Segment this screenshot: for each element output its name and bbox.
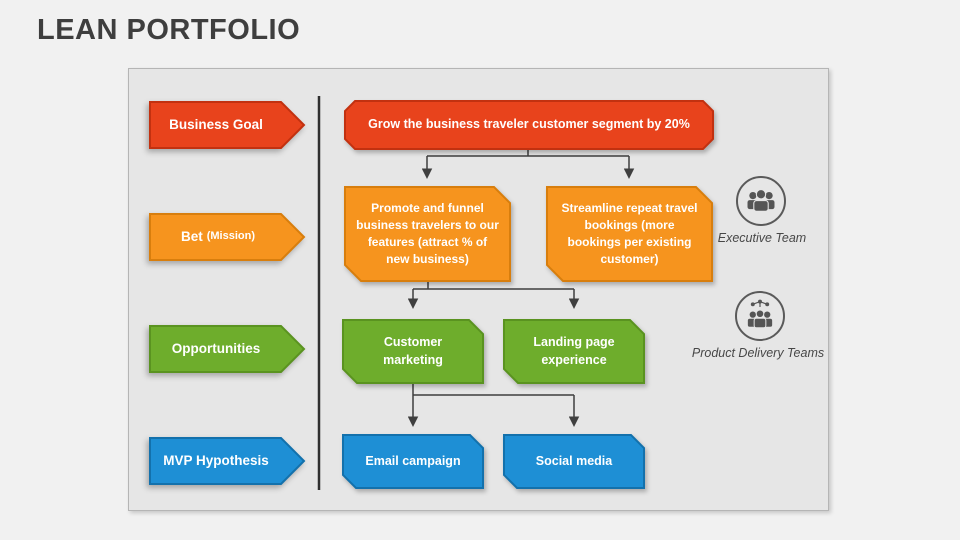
business-goal-text: Grow the business traveler customer segm…: [368, 117, 690, 132]
row-label-text: MVP Hypothesis: [163, 452, 269, 468]
product-delivery-teams-icon: [747, 299, 773, 329]
bet-box-1: Promote and funnel business travelers to…: [344, 186, 511, 282]
row-label-mvp-hypothesis: MVP Hypothesis: [149, 437, 306, 485]
mvp-text: Email campaign: [365, 453, 461, 468]
row-label-text: Bet: [180, 228, 203, 244]
bet-box-2: Streamline repeat travel bookings (more …: [546, 186, 713, 282]
row-label-bet-mission: Bet(Mission): [149, 213, 306, 261]
executive-team-label: Executive Team: [717, 231, 807, 245]
opportunity-box-2: Landing page experience: [503, 319, 645, 384]
bet-text: Streamline repeat travel bookings (more …: [561, 201, 698, 266]
mvp-box-1: Email campaign: [342, 434, 484, 489]
diagram-panel: Business Goal Bet(Mission) Opportunities…: [128, 68, 829, 511]
executive-team-icon: [747, 189, 775, 212]
opportunity-text: Landing page experience: [533, 335, 615, 367]
bet-text: Promote and funnel business travelers to…: [356, 201, 499, 266]
row-label-opportunities: Opportunities: [149, 325, 306, 373]
opportunity-text: Customer marketing: [383, 335, 443, 367]
row-label-text: Business Goal: [169, 116, 263, 132]
page-title: LEAN PORTFOLIO: [37, 14, 301, 46]
product-delivery-teams-label: Product Delivery Teams: [691, 346, 825, 360]
mvp-text: Social media: [535, 453, 613, 468]
mvp-box-2: Social media: [503, 434, 645, 489]
row-label-business-goal: Business Goal: [149, 101, 306, 149]
business-goal-box: Grow the business traveler customer segm…: [344, 100, 714, 150]
opportunity-box-1: Customer marketing: [342, 319, 484, 384]
product-delivery-teams-badge: [735, 291, 785, 341]
row-label-text: Opportunities: [171, 340, 261, 356]
row-label-sub: (Mission): [206, 230, 256, 243]
executive-team-badge: [736, 176, 786, 226]
